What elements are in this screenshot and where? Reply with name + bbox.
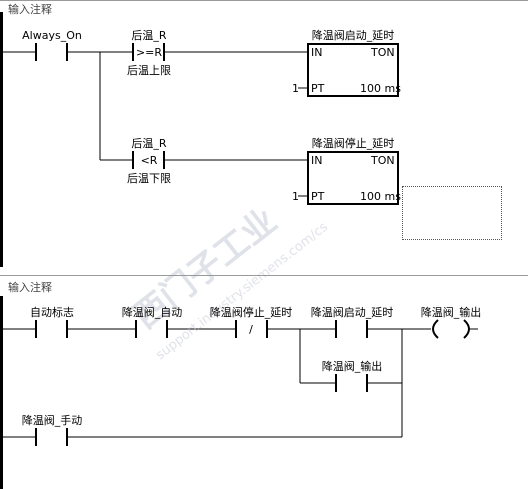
timer-start-pt-value[interactable]: 1 [292, 82, 299, 95]
timer-stop-box [307, 151, 399, 205]
contact-stop-delay-negation: / [249, 323, 253, 336]
timer-start-pt: PT [311, 82, 325, 95]
contact-valve-manual-label[interactable]: 降温阀_手动 [21, 414, 83, 427]
compare-high-operand-bottom[interactable]: 后温上限 [127, 64, 171, 77]
contact-valve-auto [135, 320, 168, 338]
timer-stop-type: TON [371, 154, 395, 167]
network-top-border [0, 0, 528, 1]
timer-stop-pt-value[interactable]: 1 [292, 190, 299, 203]
network2-wires [3, 328, 478, 438]
contact-output-latch [335, 374, 368, 392]
timer-start-type: TON [371, 46, 395, 59]
timer-stop-name[interactable]: 降温阀停止_延时 [311, 137, 395, 150]
timer-stop-pt: PT [311, 190, 325, 203]
contact-start-delay [335, 320, 368, 338]
network1-wires [3, 51, 308, 197]
timer-start-base: 100 ms [360, 82, 401, 95]
coil-valve-output-label[interactable]: 降温阀_输出 [420, 306, 482, 319]
timer-start-name[interactable]: 降温阀启动_延时 [311, 29, 395, 42]
timer-stop-in: IN [311, 154, 323, 167]
contact-stop-delay-label[interactable]: 降温阀停止_延时 [209, 306, 293, 319]
network2-comment[interactable]: 输入注释 [8, 281, 52, 294]
tooltip-placeholder-box [402, 186, 502, 240]
compare-low-operand-top[interactable]: 后温_R [131, 137, 167, 150]
contact-start-delay-label[interactable]: 降温阀启动_延时 [310, 306, 394, 319]
contact-valve-manual [35, 428, 68, 446]
coil-valve-output [432, 319, 470, 339]
compare-low-operator: <R [140, 154, 158, 167]
timer-stop-base: 100 ms [360, 190, 401, 203]
network-separator [0, 275, 528, 276]
compare-low-operand-bottom[interactable]: 后温下限 [127, 172, 171, 185]
left-power-rail-network2 [0, 296, 3, 489]
contact-compare-low [132, 151, 165, 169]
contact-always-on [35, 43, 68, 61]
contact-stop-delay [235, 320, 268, 338]
left-power-rail-network1 [0, 12, 3, 267]
compare-high-operand-top[interactable]: 后温_R [131, 29, 167, 42]
contact-output-latch-label[interactable]: 降温阀_输出 [321, 360, 383, 373]
contact-compare-high [132, 43, 165, 61]
contact-auto-flag [35, 320, 68, 338]
compare-high-operator: >=R [135, 46, 163, 59]
contact-auto-flag-label[interactable]: 自动标志 [30, 306, 74, 319]
timer-start-in: IN [311, 46, 323, 59]
contact-valve-auto-label[interactable]: 降温阀_自动 [121, 306, 183, 319]
contact-always-on-label[interactable]: Always_On [22, 29, 82, 42]
network1-comment[interactable]: 输入注释 [8, 3, 52, 16]
timer-start-box [307, 43, 399, 97]
